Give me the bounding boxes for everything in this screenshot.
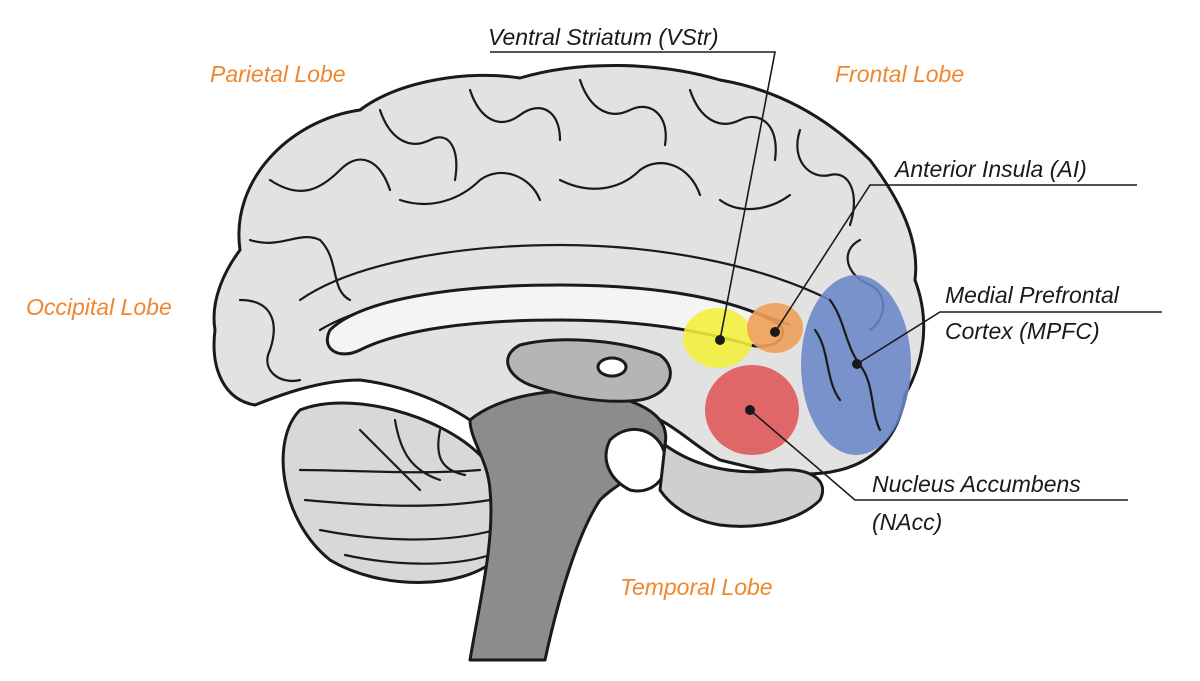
- mpfc-label-line1: Medial Prefrontal: [945, 282, 1120, 308]
- mpfc-dot: [852, 359, 862, 369]
- nacc-label-line1: Nucleus Accumbens: [872, 471, 1081, 497]
- temporal-region: [658, 443, 824, 528]
- nacc-label-line2: (NAcc): [872, 509, 942, 535]
- occipital-lobe-label: Occipital Lobe: [26, 294, 172, 320]
- mpfc-label-line2: Cortex (MPFC): [945, 318, 1100, 344]
- ai-label: Anterior Insula (AI): [893, 156, 1087, 182]
- nacc-dot: [745, 405, 755, 415]
- parietal-lobe-label: Parietal Lobe: [210, 61, 346, 87]
- vstr-label: Ventral Striatum (VStr): [488, 24, 718, 50]
- brainstem: [468, 338, 672, 662]
- leader-lines: [490, 51, 1162, 501]
- frontal-lobe-label: Frontal Lobe: [835, 61, 964, 87]
- temporal-lobe-label: Temporal Lobe: [620, 574, 773, 600]
- ai-dot: [770, 327, 780, 337]
- vstr-dot: [715, 335, 725, 345]
